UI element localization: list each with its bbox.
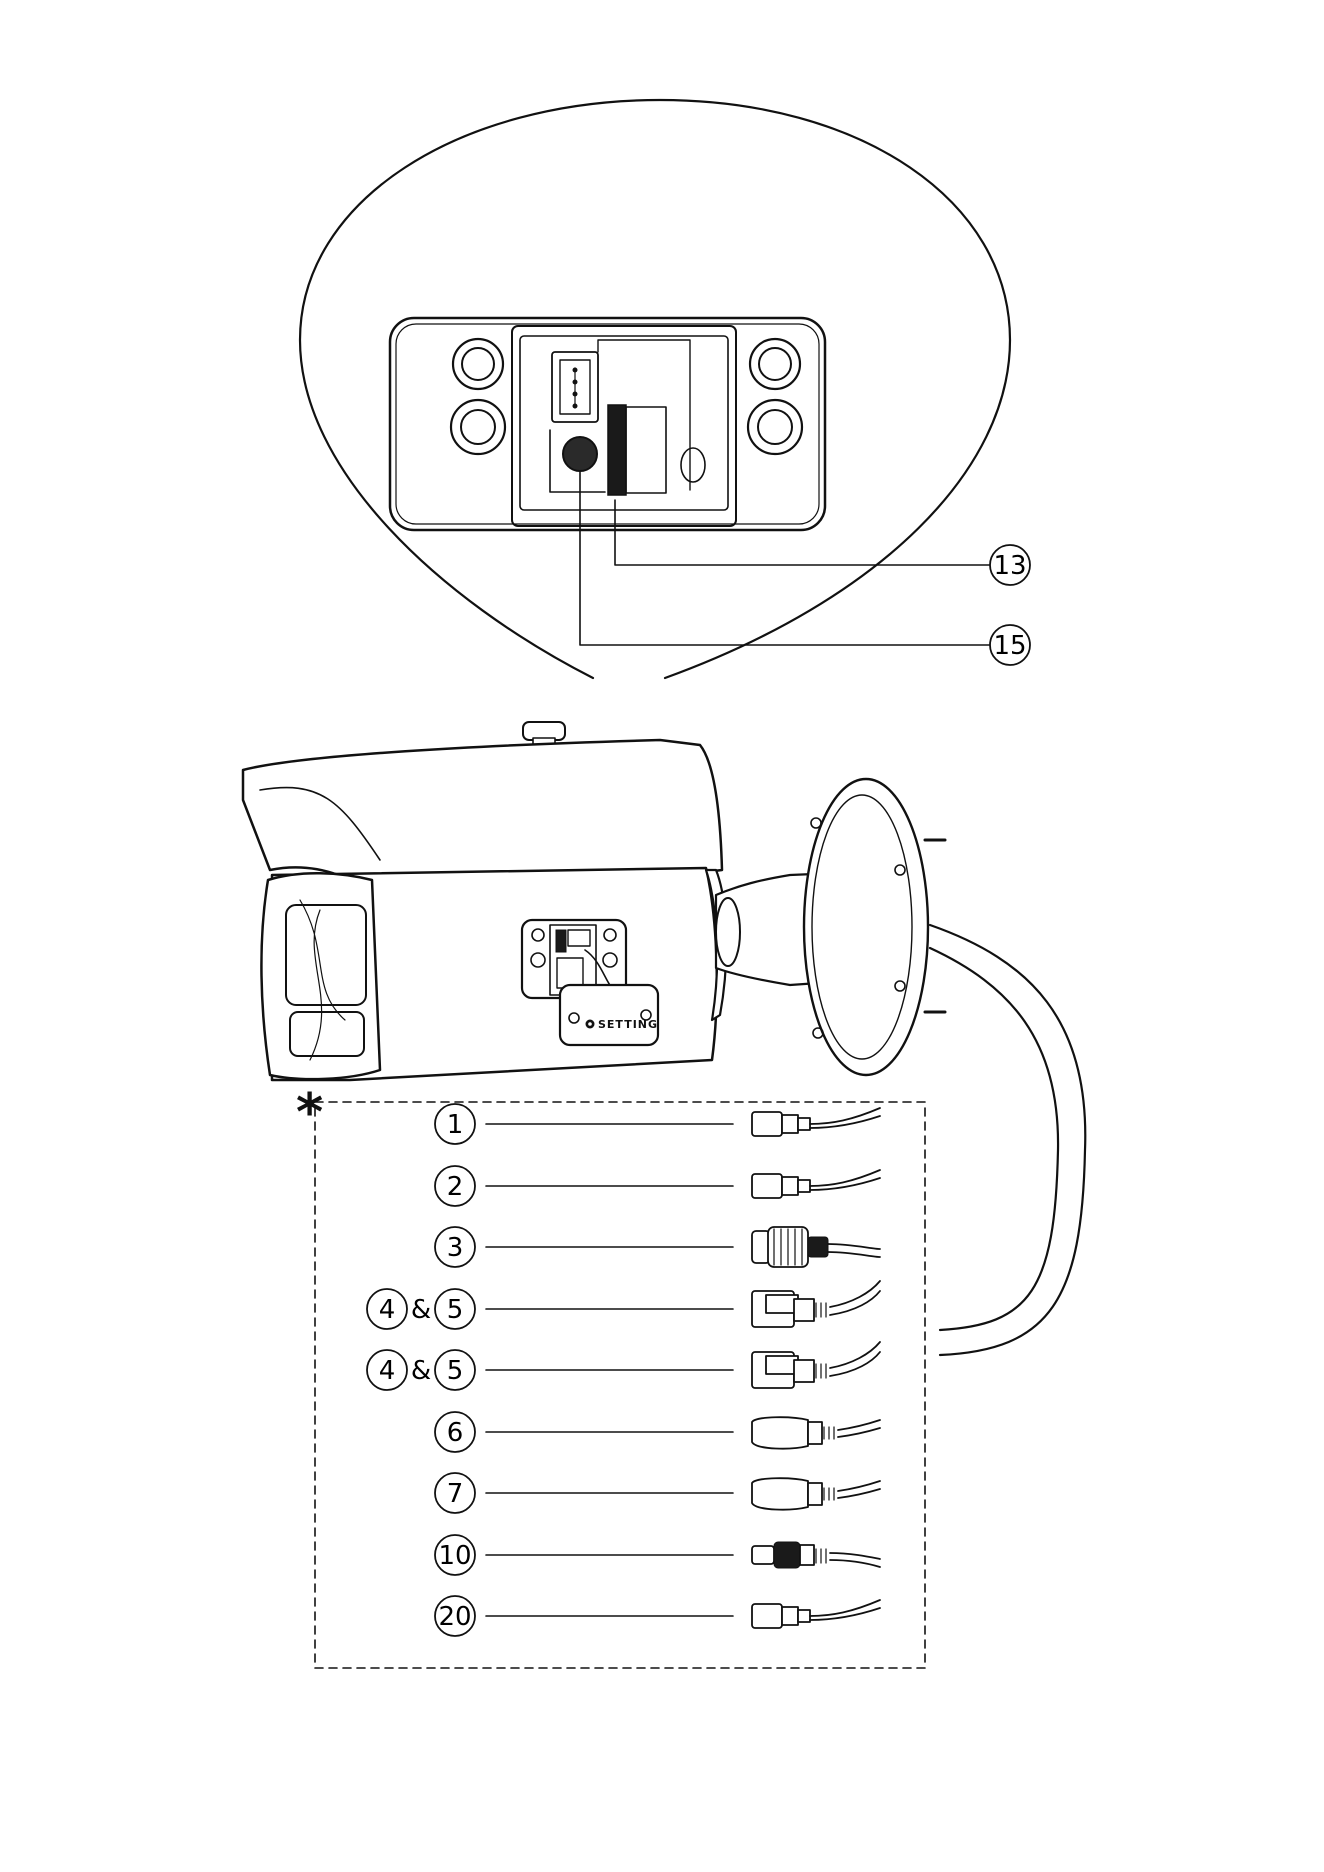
connector-rj45-waterproof xyxy=(752,1227,880,1267)
asterisk-icon: * xyxy=(296,1083,323,1143)
connector-dc-plug xyxy=(752,1417,880,1448)
callout-13-number: 13 xyxy=(993,551,1026,581)
cable-row: 1 xyxy=(435,1104,880,1144)
callout-7-number: 7 xyxy=(447,1479,464,1509)
connector-terminal-block xyxy=(752,1281,880,1327)
connector-rj45-small xyxy=(752,1600,880,1628)
callout-20: 20 xyxy=(435,1596,475,1636)
connector-dc-plug xyxy=(752,1478,880,1509)
callout-4-number: 4 xyxy=(379,1356,396,1386)
cable-row: 2 xyxy=(435,1166,880,1206)
callout-4: 4 xyxy=(367,1289,407,1329)
cable-row: 6 xyxy=(435,1412,880,1452)
callout-4-number: 4 xyxy=(379,1295,396,1325)
callout-4: 4 xyxy=(367,1350,407,1390)
callout-15: 15 xyxy=(990,625,1030,665)
connector-rj45-small xyxy=(752,1170,880,1198)
ampersand-label: & xyxy=(411,1295,431,1325)
connector-rj45-small xyxy=(752,1108,880,1136)
camera-body: SETTING xyxy=(243,722,1085,1355)
callout-10: 10 xyxy=(435,1535,475,1575)
svg-text:*: * xyxy=(296,1083,323,1143)
callout-13: 13 xyxy=(990,545,1030,585)
cable-row: 10 xyxy=(435,1535,880,1575)
callout-7: 7 xyxy=(435,1473,475,1513)
cable-row: 7 xyxy=(435,1473,880,1513)
setting-label: SETTING xyxy=(598,1018,658,1031)
ampersand-label: & xyxy=(411,1356,431,1386)
sd-card-slot xyxy=(608,405,626,495)
callout-2-number: 2 xyxy=(447,1172,464,1202)
callout-5-number: 5 xyxy=(447,1295,464,1325)
cable-row: 3 xyxy=(435,1227,880,1267)
reset-button xyxy=(563,437,597,471)
setting-cover-plate: SETTING xyxy=(560,985,658,1045)
callout-3: 3 xyxy=(435,1227,475,1267)
callout-20-number: 20 xyxy=(438,1602,471,1632)
cable-row: 20 xyxy=(435,1596,880,1636)
callout-5: 5 xyxy=(435,1350,475,1390)
callout-3-number: 3 xyxy=(447,1233,464,1263)
cable-row: 4&5 xyxy=(367,1342,880,1390)
detail-callouts: 13 15 xyxy=(990,545,1030,665)
callout-2: 2 xyxy=(435,1166,475,1206)
callout-6: 6 xyxy=(435,1412,475,1452)
gear-icon xyxy=(586,1020,595,1029)
cable-row: 4&5 xyxy=(367,1281,880,1329)
callout-5: 5 xyxy=(435,1289,475,1329)
detail-panel xyxy=(390,318,825,530)
callout-15-number: 15 xyxy=(993,631,1026,661)
callout-1: 1 xyxy=(435,1104,475,1144)
connector-terminal-block xyxy=(752,1342,880,1388)
callout-6-number: 6 xyxy=(447,1418,464,1448)
callout-5-number: 5 xyxy=(447,1356,464,1386)
connector-bnc xyxy=(752,1542,880,1568)
callout-10-number: 10 xyxy=(438,1541,471,1571)
callout-1-number: 1 xyxy=(447,1110,464,1140)
